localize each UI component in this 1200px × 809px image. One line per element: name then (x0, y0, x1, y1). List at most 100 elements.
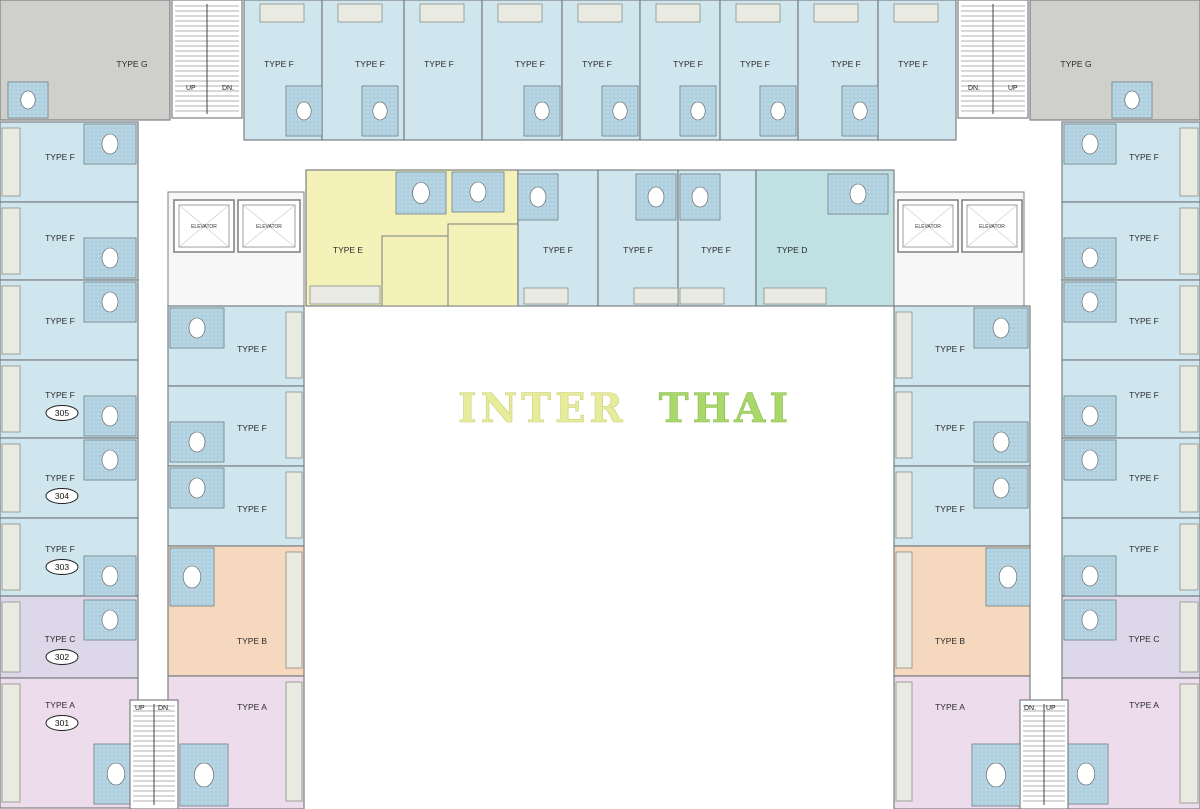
room-label-37: TYPE F (45, 544, 75, 554)
bathroom-111 (973, 467, 1029, 509)
room-label-99: TYPE F (935, 344, 965, 354)
bathroom-23 (679, 85, 717, 137)
room-label-64: TYPE A (1129, 700, 1159, 710)
toilet-icon (1081, 133, 1099, 155)
stair-down-label: DN. (158, 705, 170, 712)
bathroom-67 (1063, 237, 1117, 279)
toilet-icon (1124, 90, 1140, 110)
balcony-83 (679, 287, 725, 305)
toilet-icon (691, 186, 709, 208)
stair-up-label: UP (1008, 85, 1018, 92)
elevator-cross (178, 204, 230, 248)
balcony-82 (633, 287, 679, 305)
toilet-icon (101, 449, 119, 471)
balcony-2 (259, 3, 305, 23)
room-type-f-top-8 (877, 0, 957, 141)
balcony-40 (1, 601, 21, 673)
room-label-58: TYPE F (1129, 473, 1159, 483)
room-label-33: TYPE F (45, 390, 75, 400)
toilet-icon (194, 762, 214, 788)
stair-up-label: UP (135, 705, 145, 712)
room-type-f-top-2 (403, 0, 483, 141)
watermark: INTER THAI (458, 385, 792, 432)
room-label-9: TYPE F (582, 59, 612, 69)
room-label-52: TYPE F (1129, 233, 1159, 243)
stair-down-label: DN. (968, 85, 980, 92)
room-label-39: TYPE C (45, 634, 76, 644)
toilet-icon (101, 405, 119, 427)
room-label-17: TYPE F (898, 59, 928, 69)
room-label-27: TYPE F (45, 152, 75, 162)
bathroom-46 (83, 395, 137, 437)
toilet-icon (986, 762, 1006, 788)
watermark-word-1: INTER (458, 385, 627, 432)
room-label-77: TYPE F (701, 245, 731, 255)
bathroom-80 (679, 173, 721, 221)
toilet-icon (992, 431, 1010, 453)
toilet-icon (690, 101, 706, 121)
bathroom-71 (1063, 555, 1117, 597)
elevator-car (902, 204, 954, 248)
elevator-right-2 (961, 199, 1023, 253)
balcony-100 (895, 311, 913, 379)
room-label-26: TYPE G (1060, 59, 1091, 69)
toilet-icon (188, 317, 206, 339)
stair-down-label: DN. (222, 85, 234, 92)
bathroom-type-d (827, 173, 889, 215)
stair-up-label: UP (186, 85, 196, 92)
bathroom-98 (169, 467, 225, 509)
unit-number-oval (45, 405, 79, 421)
room-label-84: TYPE D (777, 245, 808, 255)
unit-number-oval (45, 649, 79, 665)
balcony-91 (285, 471, 303, 539)
bathroom-21 (523, 85, 561, 137)
balcony-53 (1179, 207, 1199, 275)
room-label-54: TYPE F (1129, 316, 1159, 326)
bathroom-19 (285, 85, 323, 137)
room-label-56: TYPE F (1129, 390, 1159, 400)
room-label-73: TYPE E (333, 245, 364, 255)
room-label-0: TYPE G (116, 59, 147, 69)
room-label-105: TYPE B (935, 636, 966, 646)
toilet-icon (101, 133, 119, 155)
balcony-106 (895, 551, 913, 669)
bathroom-79 (635, 173, 677, 221)
elevator-car (966, 204, 1018, 248)
elevator-label: ELEVATOR (915, 224, 941, 230)
balcony-81 (523, 287, 569, 305)
bathroom-type-a-inner-left (179, 743, 229, 807)
toilet-icon (1081, 405, 1099, 427)
balcony-18 (893, 3, 939, 23)
stairs-top-right (957, 0, 1029, 119)
room-label-101: TYPE F (935, 423, 965, 433)
bathroom-97 (169, 421, 225, 463)
room-label-88: TYPE F (237, 423, 267, 433)
balcony-59 (1179, 443, 1199, 513)
toilet-icon (770, 101, 786, 121)
bathroom-96 (169, 307, 225, 349)
room-label-50: TYPE F (1129, 152, 1159, 162)
elevator-cross (902, 204, 954, 248)
balcony-12 (655, 3, 701, 23)
balcony-14 (735, 3, 781, 23)
balcony-36 (1, 443, 21, 513)
bathroom-66 (1063, 123, 1117, 165)
balcony-34 (1, 365, 21, 433)
bathroom-49 (83, 599, 137, 641)
toilet-icon (188, 431, 206, 453)
unit-number-oval (45, 715, 79, 731)
toilet-icon (372, 101, 388, 121)
bathroom-type-e-1 (395, 171, 447, 215)
room-label-1: TYPE F (264, 59, 294, 69)
bathroom-43 (83, 123, 137, 165)
toilet-icon (101, 291, 119, 313)
unit-number-text: 303 (55, 562, 69, 572)
toilet-icon (849, 183, 867, 205)
toilet-icon (1081, 609, 1099, 631)
stairs-bottom-right (1019, 699, 1069, 809)
bathroom-70 (1063, 439, 1117, 481)
bathroom-type-a-inner-right (971, 743, 1021, 807)
toilet-icon (1076, 762, 1096, 786)
toilet-icon (647, 186, 665, 208)
balcony-108 (895, 681, 913, 802)
